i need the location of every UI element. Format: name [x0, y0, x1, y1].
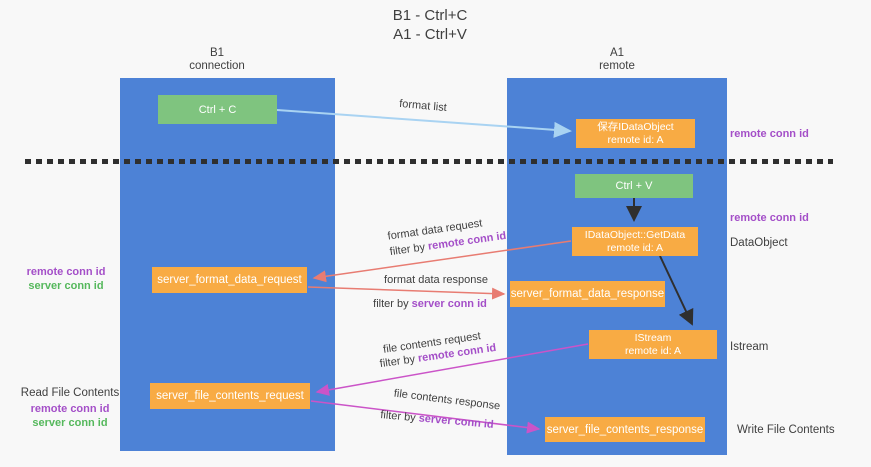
write-file-contents-label: Write File Contents	[737, 424, 835, 436]
remote-conn-id-label-top: remote conn id	[730, 128, 809, 140]
format-data-response-filter-label: filter by server conn id	[345, 298, 515, 310]
right-column-header: A1 remote	[557, 47, 677, 73]
idataobject-getdata-box: IDataObject::GetData remote id: A	[572, 227, 698, 256]
server-file-contents-request-box: server_file_contents_request	[150, 383, 310, 409]
filter-key-server-conn-id: server conn id	[411, 298, 487, 310]
save-idataobject-box: 保存IDataObject remote id: A	[576, 119, 695, 148]
left-column-role: connection	[189, 60, 245, 72]
right-column-role: remote	[599, 60, 635, 72]
server-format-data-response-box: server_format_data_response	[510, 281, 665, 307]
format-data-response-arrow	[307, 286, 506, 300]
left-conn-id-group-file: Read File Contents remote conn id server…	[10, 386, 130, 430]
ctrl-c-box: Ctrl + C	[158, 95, 277, 124]
getdata-to-istream-arrow	[659, 255, 694, 326]
diagram-title: B1 - Ctrl+C A1 - Ctrl+V	[300, 6, 560, 44]
remote-conn-id-label-left-1: remote conn id	[26, 266, 106, 278]
istream-line2: remote id: A	[624, 344, 682, 357]
dataobject-label: DataObject	[730, 237, 788, 249]
remote-conn-id-label-left-2: remote conn id	[30, 403, 110, 415]
server-conn-id-label-left-2: server conn id	[32, 417, 108, 429]
istream-box: IStream remote id: A	[589, 330, 717, 359]
filter-by-text: filter by	[373, 298, 412, 310]
getdata-line1: IDataObject::GetData	[584, 228, 686, 241]
title-line-2: A1 - Ctrl+V	[393, 26, 467, 43]
server-format-data-request-box: server_format_data_request	[152, 267, 307, 293]
right-column-name: A1	[609, 47, 625, 59]
section-divider-dashed-line	[25, 159, 833, 164]
format-request-label: server_format_data_request	[157, 274, 302, 286]
save-idataobject-line2: remote id: A	[607, 133, 664, 146]
file-contents-request-arrow	[315, 343, 589, 396]
ctrl-v-label: Ctrl + V	[615, 180, 653, 192]
file-request-label: server_file_contents_request	[156, 390, 304, 402]
title-line-1: B1 - Ctrl+C	[392, 7, 468, 24]
left-column-header: B1 connection	[157, 47, 277, 73]
format-list-arrow	[276, 109, 572, 138]
remote-conn-id-label-mid: remote conn id	[730, 212, 809, 224]
file-contents-response-arrow	[310, 400, 541, 434]
ctrl-c-label: Ctrl + C	[198, 103, 237, 116]
ctrl-v-box: Ctrl + V	[575, 174, 693, 198]
left-conn-id-group-format: remote conn id server conn id	[12, 265, 120, 293]
getdata-line2: remote id: A	[606, 241, 664, 254]
file-response-label: server_file_contents_response	[546, 423, 704, 436]
left-column-name: B1	[209, 47, 225, 59]
format-data-response-label: format data response	[384, 274, 488, 286]
istream-line1: IStream	[634, 331, 672, 344]
read-file-contents-label: Read File Contents	[20, 387, 120, 399]
server-conn-id-label-left-1: server conn id	[28, 280, 104, 292]
save-idataobject-line1: 保存IDataObject	[597, 120, 674, 133]
format-data-request-arrow	[312, 240, 572, 283]
istream-side-label: Istream	[730, 341, 769, 353]
format-response-label: server_format_data_response	[510, 288, 665, 300]
server-file-contents-response-box: server_file_contents_response	[545, 417, 705, 442]
